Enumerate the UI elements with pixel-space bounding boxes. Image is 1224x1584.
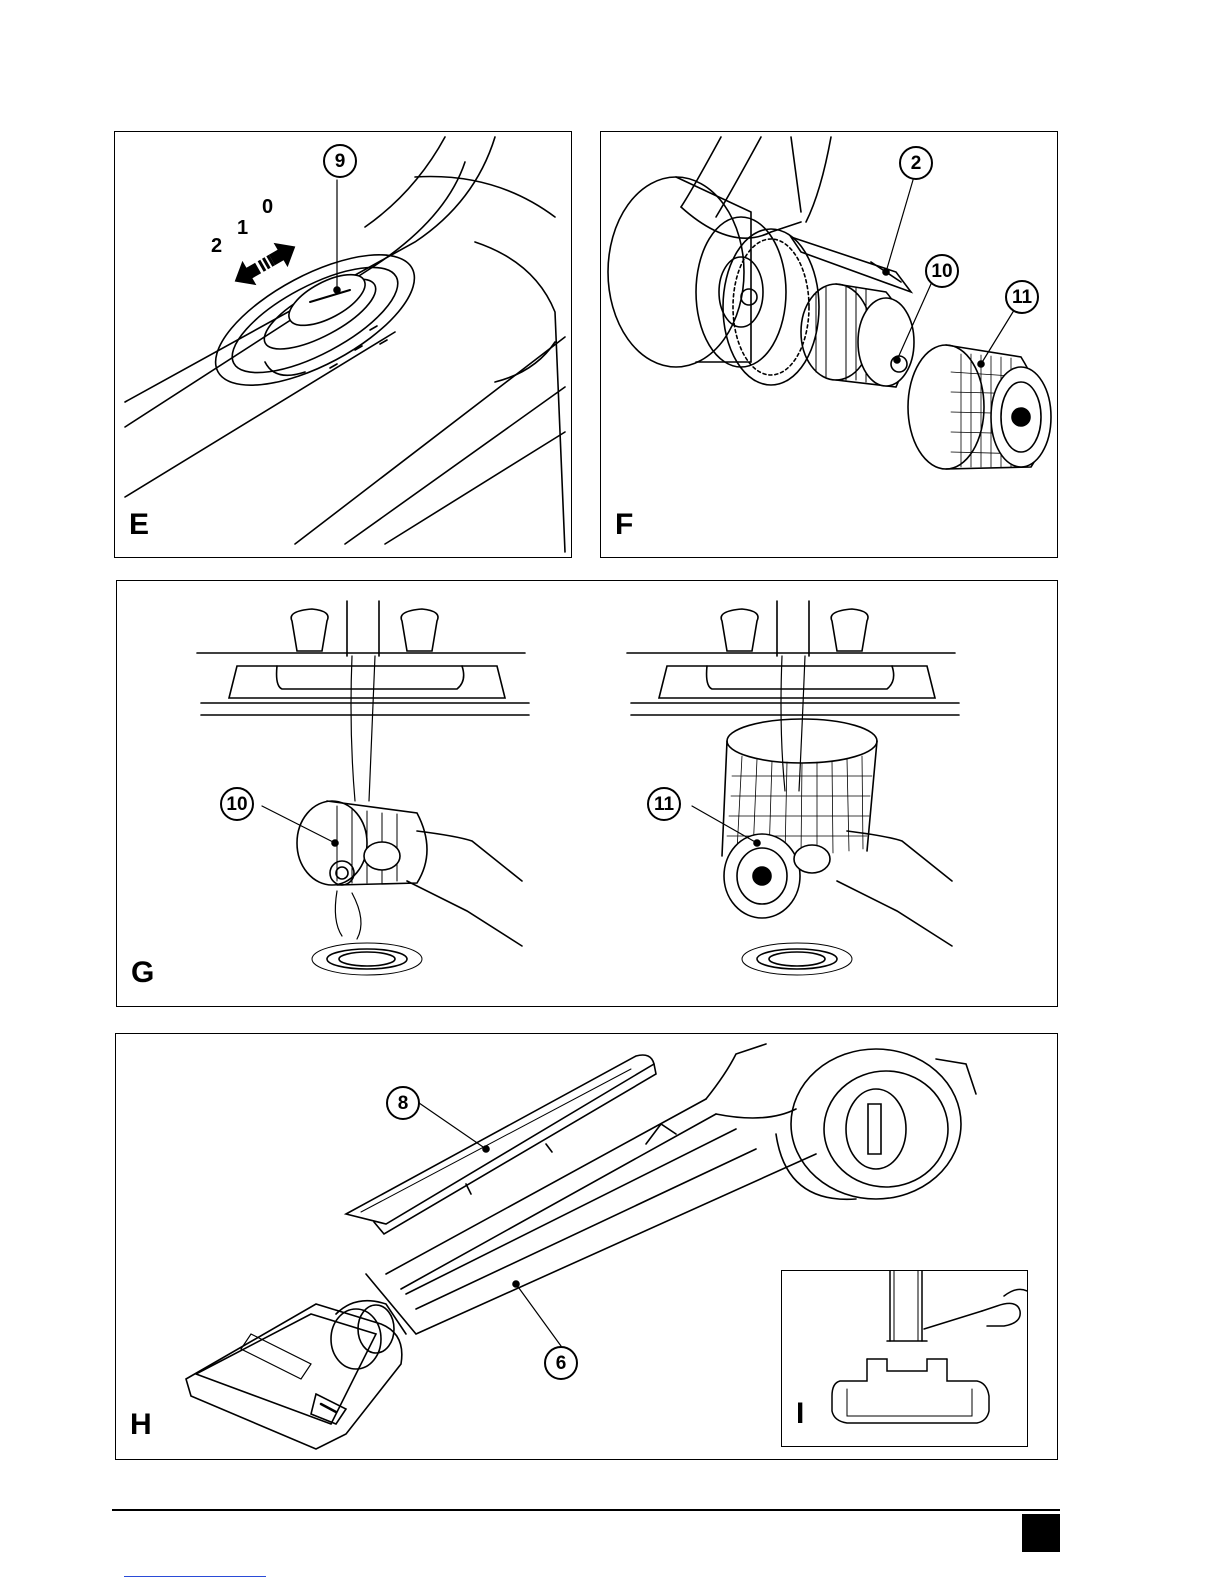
footer-link-underline[interactable] [124, 1576, 266, 1577]
figure-panel-f: 2 10 11 F [600, 131, 1058, 558]
page-number-box [1022, 1514, 1060, 1552]
callout-6: 6 [544, 1346, 578, 1380]
callout-2: 2 [899, 146, 933, 180]
panel-letter-g: G [131, 958, 154, 988]
callout-9: 9 [323, 144, 357, 178]
switch-illustration [115, 132, 572, 558]
callout-11: 11 [647, 787, 681, 821]
rinsing-filters-illustration [117, 581, 1058, 1007]
switch-position-2: 2 [211, 235, 222, 258]
switch-position-1: 1 [237, 217, 248, 240]
footer-rule [112, 1509, 1060, 1511]
callout-8: 8 [386, 1086, 420, 1120]
switch-position-0: 0 [262, 196, 273, 219]
screw-removal-illustration [782, 1271, 1028, 1447]
callout-10: 10 [925, 254, 959, 288]
panel-letter-h: H [130, 1410, 152, 1440]
callout-11: 11 [1005, 280, 1039, 314]
callout-10: 10 [220, 787, 254, 821]
figure-panel-e: 9 0 1 2 E [114, 131, 572, 558]
filter-disassembly-illustration [601, 132, 1058, 558]
panel-letter-f: F [615, 510, 633, 540]
figure-panel-i: I [781, 1270, 1028, 1447]
figure-panel-h: 8 6 H I [115, 1033, 1058, 1460]
figure-panel-g: 10 11 G [116, 580, 1058, 1007]
panel-letter-i: I [796, 1399, 804, 1429]
panel-letter-e: E [129, 510, 149, 540]
